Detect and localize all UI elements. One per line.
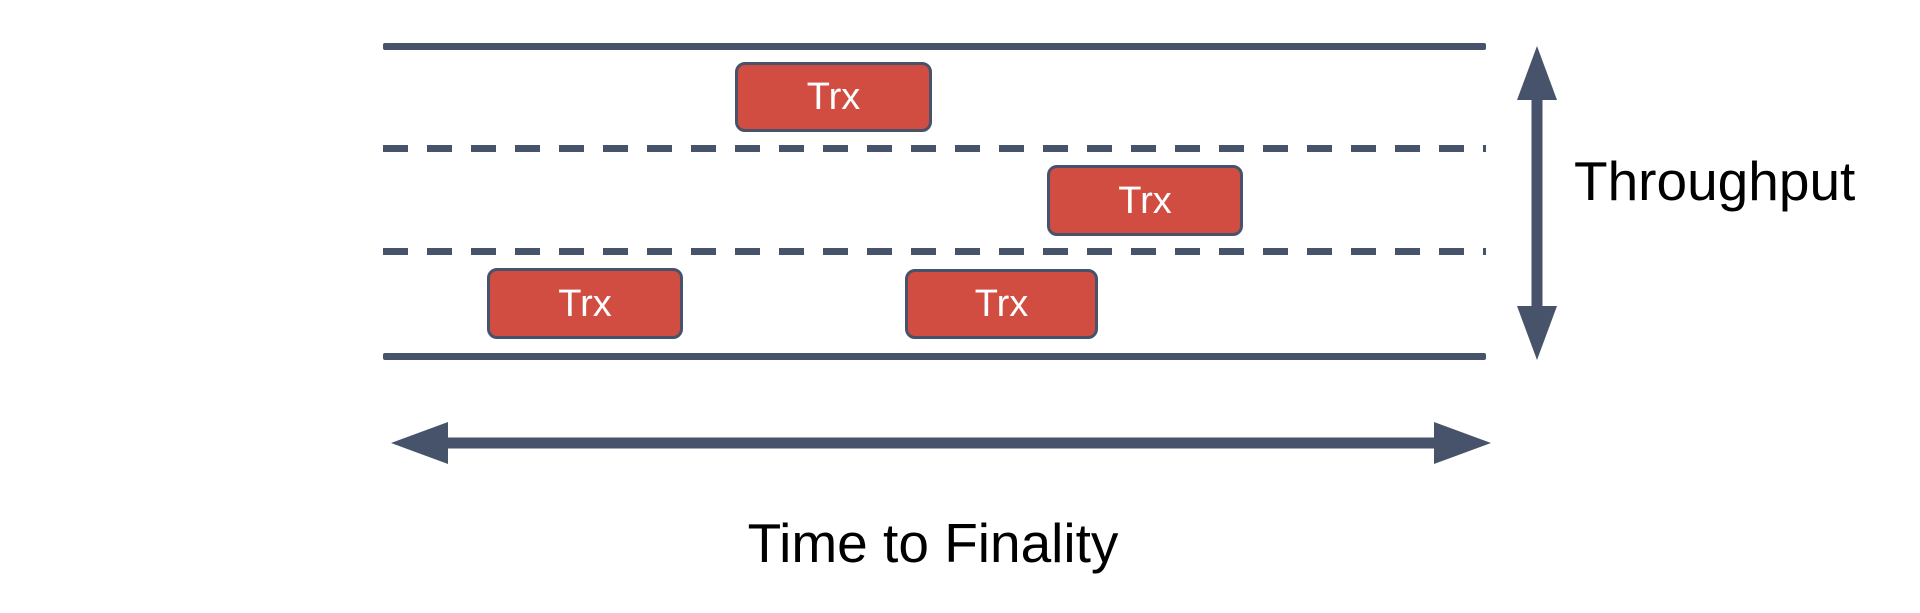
- trx-label: Trx: [1118, 179, 1172, 222]
- trx-label: Trx: [558, 282, 612, 325]
- trx-box-lane3-left: Trx: [487, 268, 683, 339]
- time-to-finality-double-arrow-icon: [391, 422, 1491, 464]
- trx-label: Trx: [806, 76, 861, 118]
- trx-box-lane3-right: Trx: [905, 269, 1098, 339]
- throughput-axis-label: Throughput: [1574, 150, 1856, 212]
- lane-divider-dashed-line-1: [383, 145, 1486, 152]
- lane-divider-dashed-line-2: [383, 248, 1486, 255]
- trx-box-lane1: Trx: [735, 62, 932, 132]
- trx-box-lane2: Trx: [1047, 165, 1243, 236]
- time-to-finality-axis-label: Time to Finality: [747, 512, 1119, 574]
- lane-boundary-bottom-line: [383, 353, 1486, 360]
- lane-boundary-top-line: [383, 43, 1486, 50]
- trx-label: Trx: [974, 283, 1029, 325]
- throughput-double-arrow-icon: [1517, 46, 1557, 360]
